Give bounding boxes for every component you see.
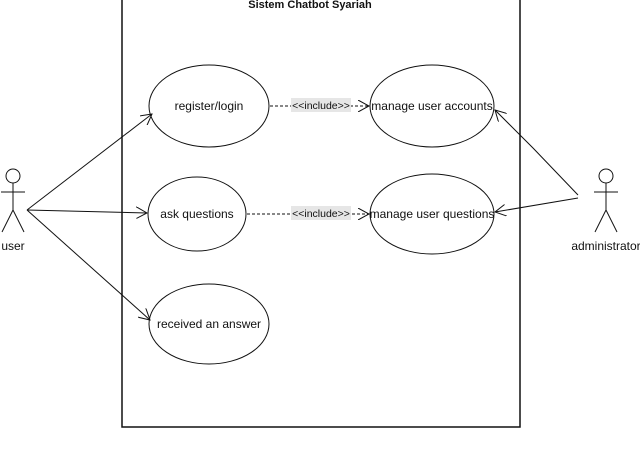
system-title: Sistem Chatbot Syariah	[248, 0, 372, 11]
use-case-accounts[interactable]	[369, 64, 495, 148]
association-user-ask	[26, 210, 147, 213]
actor-user	[1, 168, 25, 233]
use-case-register[interactable]	[148, 64, 270, 148]
use-case-register-label: register/login	[175, 99, 244, 113]
include-label-1: <<include>>	[292, 100, 350, 112]
use-case-answer[interactable]	[148, 283, 270, 365]
actor-administrator	[594, 168, 618, 233]
use-case-ask-label: ask questions	[160, 207, 233, 221]
association-user-answer	[26, 209, 150, 320]
association-admin-accounts	[495, 110, 579, 196]
use-case-answer-label: received an answer	[157, 317, 261, 331]
actor-user-label: user	[1, 239, 24, 253]
include-label-2: <<include>>	[292, 208, 350, 220]
use-case-accounts-label: manage user accounts	[371, 99, 492, 113]
association-admin-questions	[495, 197, 579, 212]
actor-administrator-label: administrator	[571, 239, 640, 253]
use-case-questions-label: manage user questions	[370, 207, 495, 221]
association-user-register	[26, 114, 152, 211]
